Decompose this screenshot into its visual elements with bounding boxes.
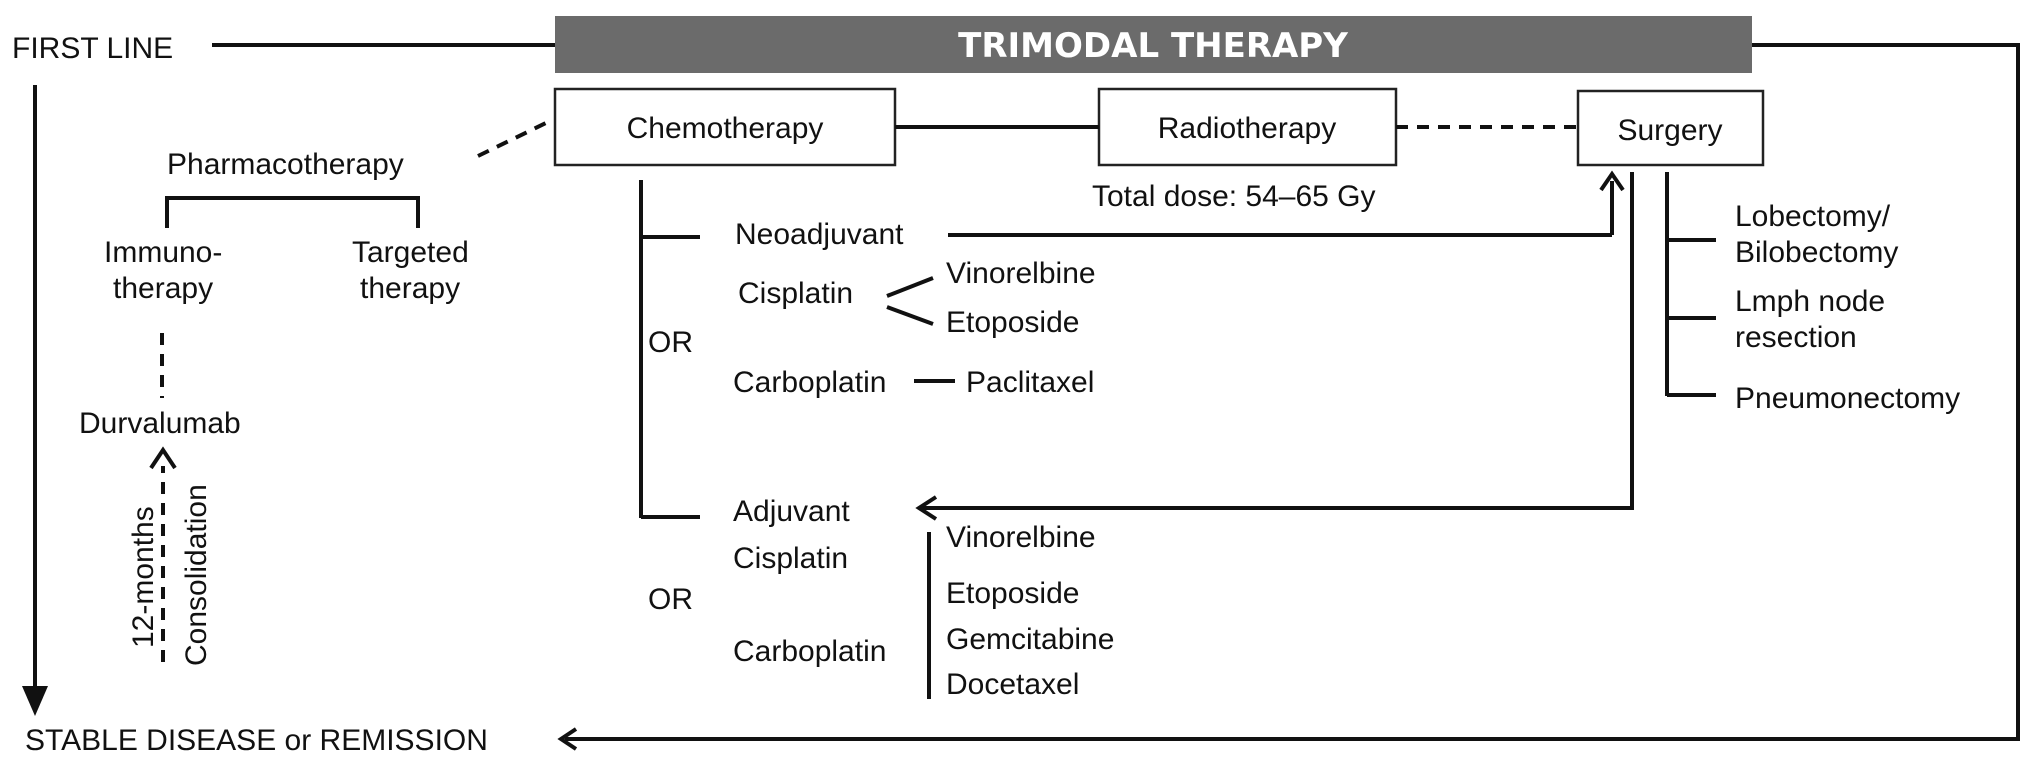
- surgery-option-lobectomy-line2: Bilobectomy: [1735, 236, 1898, 269]
- neoadjuvant-label: Neoadjuvant: [735, 218, 904, 251]
- neoadjuvant-carboplatin: Carboplatin: [733, 366, 886, 399]
- surgery-box: [1576, 89, 1765, 167]
- neoadjuvant-partner-etoposide: Etoposide: [946, 306, 1079, 339]
- surgery-option-pneumonectomy: Pneumonectomy: [1735, 382, 1960, 415]
- chemotherapy-label: Chemotherapy: [627, 112, 824, 145]
- radiotherapy-box: [1097, 87, 1398, 167]
- adjuvant-partner-gemcitabine: Gemcitabine: [946, 623, 1114, 656]
- surgery-arrowhead: [1599, 170, 1625, 192]
- radiotherapy-dose: Total dose: 54–65 Gy: [1092, 180, 1376, 213]
- banner-title: TRIMODAL THERAPY: [958, 26, 1348, 66]
- adjuvant-partner-etoposide: Etoposide: [946, 577, 1079, 610]
- left-timeline-arrowhead: [22, 686, 48, 716]
- chemotherapy-box: [553, 87, 897, 167]
- adjuvant-label: Adjuvant: [733, 495, 850, 528]
- pharma-chemo-connector: [477, 120, 549, 158]
- surgery-option-lymph-line2: resection: [1735, 321, 1857, 354]
- surgery-option-lobectomy-line1: Lobectomy/: [1735, 200, 1891, 233]
- immunotherapy-line1: Immuno-: [104, 236, 222, 269]
- neoadjuvant-cisplatin: Cisplatin: [738, 277, 853, 310]
- adjuvant-carboplatin: Carboplatin: [733, 635, 886, 668]
- cisplatin-fork-upper: [886, 276, 934, 298]
- outcome-label: STABLE DISEASE or REMISSION: [25, 724, 488, 757]
- neoadjuvant-partner-paclitaxel: Paclitaxel: [966, 366, 1094, 399]
- targeted-line2: therapy: [360, 272, 460, 305]
- surgery-label: Surgery: [1617, 114, 1722, 147]
- banner-bar: [555, 16, 1752, 73]
- outcome-arrowhead: [557, 727, 578, 751]
- adjuvant-partner-vinorelbine: Vinorelbine: [946, 521, 1096, 554]
- pharmacotherapy-label: Pharmacotherapy: [167, 148, 404, 181]
- consolidation-duration: 12-months: [127, 506, 160, 648]
- neoadjuvant-or: OR: [648, 326, 693, 359]
- surgery-to-adjuvant-line: [922, 172, 1634, 510]
- adjuvant-partner-docetaxel: Docetaxel: [946, 668, 1079, 701]
- targeted-line1: Targeted: [352, 236, 469, 269]
- durvalumab-label: Durvalumab: [79, 407, 241, 440]
- pharmacotherapy-bracket: [165, 196, 420, 228]
- radiotherapy-label: Radiotherapy: [1158, 112, 1336, 145]
- right-return-loop: [565, 43, 2020, 741]
- first-line-label: FIRST LINE: [12, 32, 173, 65]
- immunotherapy-line2: therapy: [113, 272, 213, 305]
- cisplatin-fork-lower: [886, 305, 934, 326]
- adjuvant-cisplatin: Cisplatin: [733, 542, 848, 575]
- consolidation-label: Consolidation: [180, 484, 213, 666]
- neoadjuvant-partner-vinorelbine: Vinorelbine: [946, 257, 1096, 290]
- surgery-option-lymph-line1: Lmph node: [1735, 285, 1885, 318]
- adjuvant-or: OR: [648, 583, 693, 616]
- consolidation-arrowhead: [149, 446, 177, 470]
- adjuvant-arrowhead: [915, 495, 938, 521]
